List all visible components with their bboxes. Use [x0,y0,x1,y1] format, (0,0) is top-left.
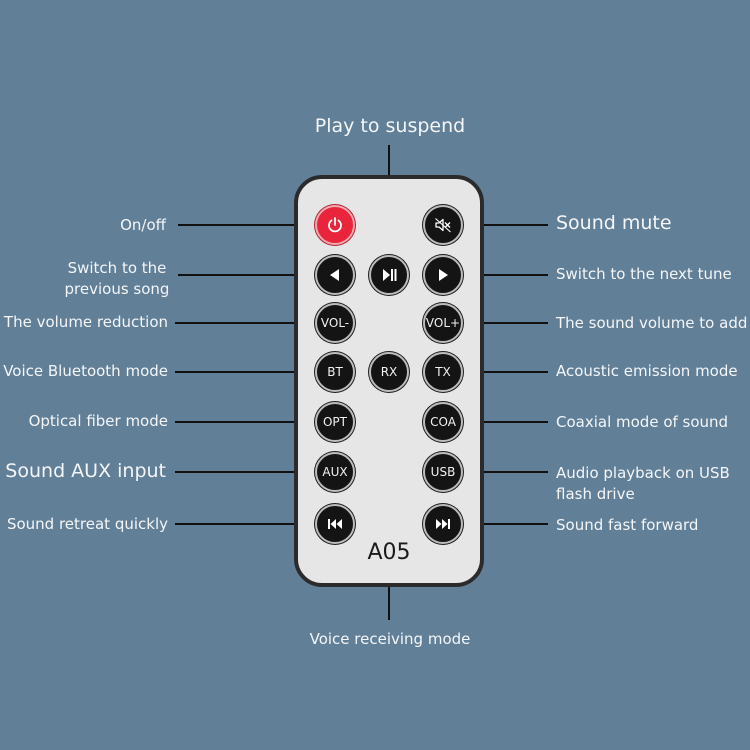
opt-button[interactable]: OPT [315,402,355,442]
rx-button[interactable]: RX [369,352,409,392]
usb-desc-1: Audio playback on USB [556,464,730,482]
next-button[interactable] [423,255,463,295]
bt-button[interactable]: BT [315,352,355,392]
rewind-button[interactable] [315,504,355,544]
play-pause-icon [383,269,397,281]
coa-label: COA [430,415,456,429]
usb-label: USB [430,465,456,479]
prev-button[interactable] [315,255,355,295]
next-icon [439,269,448,281]
aux-label: AUX [322,465,348,479]
mute-desc: Sound mute [556,212,672,234]
opt-desc: Optical fiber mode [28,412,168,430]
on-off-label: On/off [120,216,166,234]
usb-desc-2: flash drive [556,485,635,503]
rewind-desc: Sound retreat quickly [6,515,168,533]
next-desc: Switch to the next tune [556,265,732,283]
power-button[interactable] [315,205,355,245]
vol-up-desc: The sound volume to add [556,314,748,332]
vol-up-button[interactable]: VOL+ [423,303,463,343]
fast-forward-icon [436,519,450,529]
bt-desc: Voice Bluetooth mode [3,362,168,380]
coa-button[interactable]: COA [423,402,463,442]
tx-label: TX [435,365,451,379]
usb-button[interactable]: USB [423,452,463,492]
voice-receiving-label: Voice receiving mode [309,630,471,648]
play-to-suspend-label: Play to suspend [314,115,466,137]
coa-desc: Coaxial mode of sound [556,413,729,431]
ff-desc: Sound fast forward [556,516,699,534]
tx-desc: Acoustic emission mode [556,362,738,380]
vol-up-label: VOL+ [425,316,461,330]
tx-button[interactable]: TX [423,352,463,392]
fast-forward-button[interactable] [423,504,463,544]
prev-song-label-1: Switch to the [67,259,167,277]
prev-icon [330,269,339,281]
aux-button[interactable]: AUX [315,452,355,492]
bt-label: BT [327,365,343,379]
rewind-icon [328,519,342,529]
vol-down-button[interactable]: VOL- [315,303,355,343]
aux-desc: Sound AUX input [5,460,166,482]
vol-down-label: VOL- [320,316,350,330]
play-pause-button[interactable] [369,255,409,295]
opt-label: OPT [322,415,347,429]
prev-song-label-2: previous song [64,280,170,298]
rx-label: RX [380,365,398,379]
model-label: A05 [367,540,411,565]
mute-icon [435,218,451,233]
vol-down-desc: The volume reduction [3,313,168,331]
mute-button[interactable] [423,205,463,245]
power-icon [328,217,342,233]
